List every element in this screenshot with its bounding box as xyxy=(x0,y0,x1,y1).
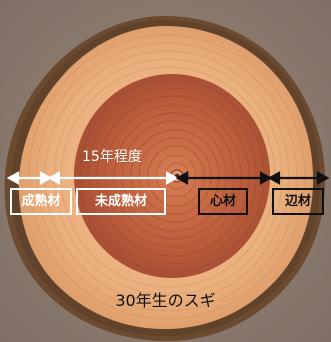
heartwood-label: 心材 xyxy=(198,188,248,215)
black-span-arrows xyxy=(175,171,330,185)
white-span-arrows xyxy=(6,171,179,185)
heartwood-growth-rings xyxy=(79,79,265,273)
figure-caption: 30年生のスギ xyxy=(115,291,216,310)
span-label-15-years: 15年程度 xyxy=(82,149,142,165)
juvenile-wood-label: 未成熟材 xyxy=(76,188,166,215)
sapwood-label: 辺材 xyxy=(272,188,324,215)
mature-wood-label: 成熟材 xyxy=(10,188,72,215)
